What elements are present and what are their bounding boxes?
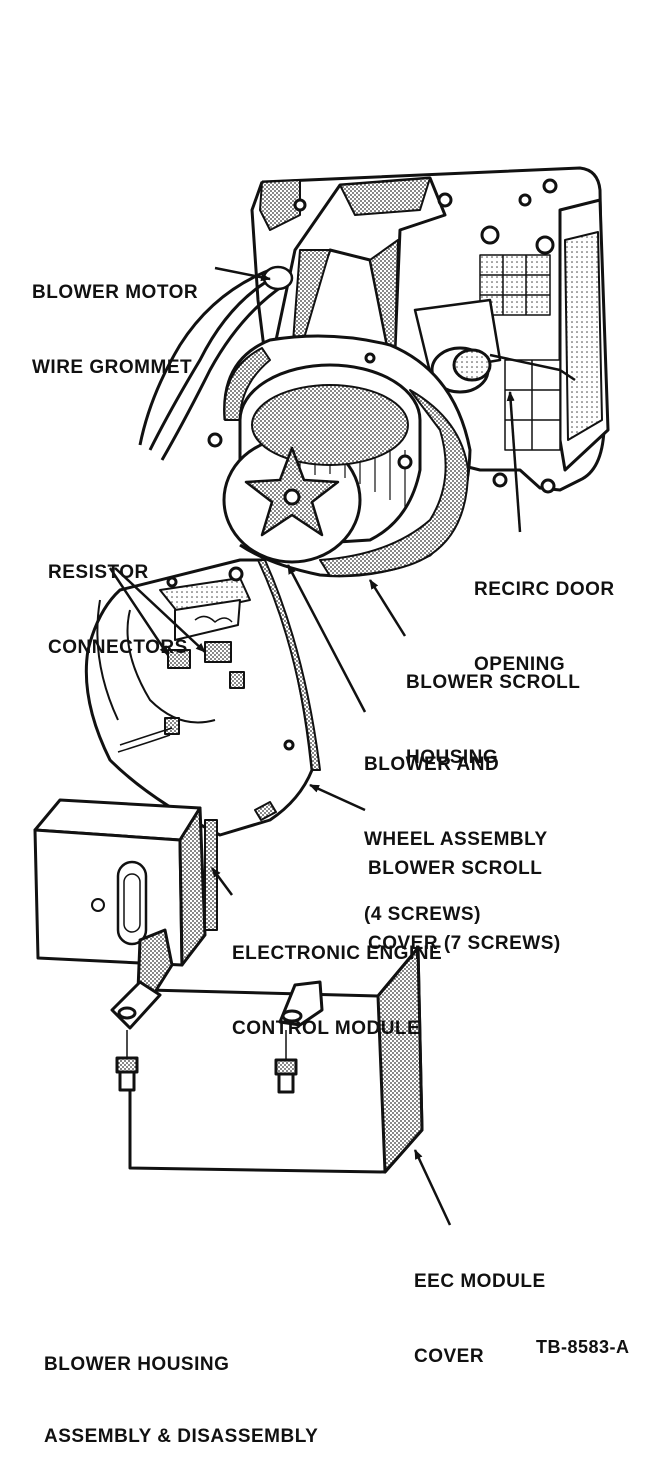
label-line: COVER (7 SCREWS) — [368, 933, 561, 954]
label-line: BLOWER SCROLL — [406, 672, 581, 693]
label-eec-module-cover: EEC MODULE COVER — [414, 1219, 546, 1394]
caption-line: BLOWER HOUSING — [44, 1354, 230, 1375]
label-resistor-connectors: RESISTOR CONNECTORS — [48, 510, 188, 685]
label-line: CONTROL MODULE — [232, 1018, 421, 1039]
label-electronic-engine-control-module: ELECTRONIC ENGINE CONTROL MODULE — [232, 891, 442, 1066]
label-line: WIRE GROMMET — [32, 357, 193, 378]
label-blower-and-wheel-assembly: BLOWER AND WHEEL ASSEMBLY (4 SCREWS) — [364, 702, 548, 952]
label-line: BLOWER AND — [364, 754, 500, 775]
label-line: EEC MODULE — [414, 1271, 546, 1292]
label-recirc-door-opening: RECIRC DOOR OPENING — [474, 527, 615, 702]
figure-caption: BLOWER HOUSING ASSEMBLY & DISASSEMBLY — [44, 1305, 318, 1473]
label-blower-scroll-cover: BLOWER SCROLL COVER (7 SCREWS) — [368, 806, 561, 981]
label-line: RECIRC DOOR — [474, 579, 615, 600]
caption-line: ASSEMBLY & DISASSEMBLY — [44, 1426, 319, 1447]
eec-module — [33, 798, 218, 967]
blower-housing-illustration — [33, 166, 610, 1226]
leader-lines — [108, 266, 522, 1226]
label-line: OPENING — [474, 654, 566, 675]
label-line: WHEEL ASSEMBLY — [364, 829, 548, 850]
label-line: HOUSING — [406, 747, 499, 768]
label-line: (4 SCREWS) — [364, 904, 481, 925]
label-line: COVER — [414, 1346, 485, 1367]
label-blower-motor-wire-grommet: BLOWER MOTOR WIRE GROMMET — [32, 230, 198, 405]
blower-scroll-cover — [84, 558, 321, 837]
label-blower-scroll-housing: BLOWER SCROLL HOUSING — [406, 620, 580, 795]
eec-module-cover — [110, 928, 424, 1174]
figure-number: TB-8583-A — [536, 1337, 630, 1357]
label-line: ELECTRONIC ENGINE — [232, 943, 443, 964]
label-line: BLOWER MOTOR — [32, 282, 199, 303]
label-line: CONNECTORS — [48, 637, 188, 658]
label-line: BLOWER SCROLL — [368, 858, 543, 879]
blower-housing — [207, 166, 610, 578]
label-line: RESISTOR — [48, 562, 149, 583]
blower-motor-wires — [138, 265, 294, 461]
